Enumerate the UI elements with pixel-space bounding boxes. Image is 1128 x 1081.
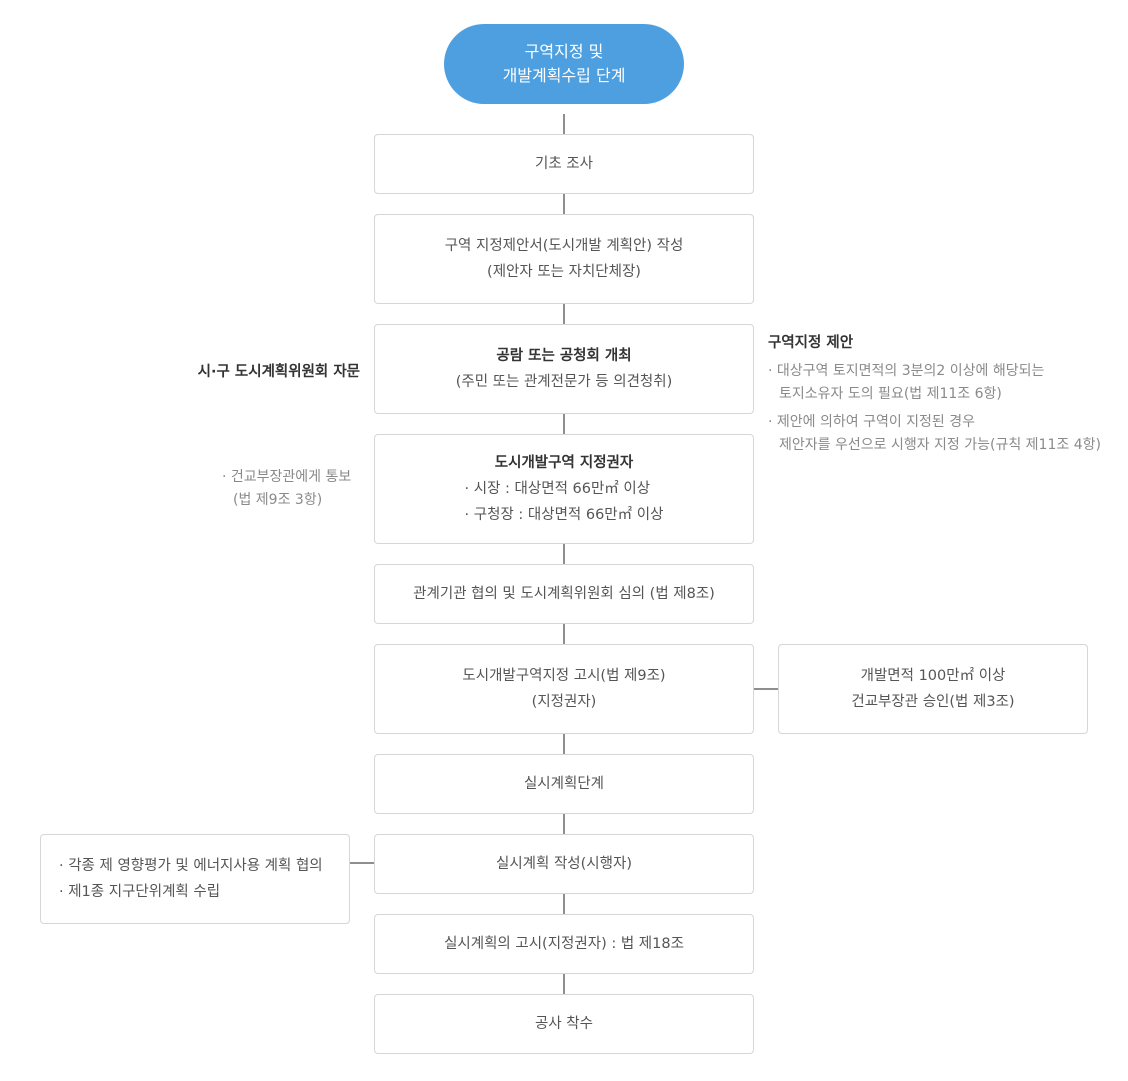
connector-header-basic — [563, 114, 565, 134]
proposal-note-2-line2: 제안자를 우선으로 시행자 지정 가능(규칙 제11조 4항) — [779, 437, 1101, 453]
step-basic-survey: 기초 조사 — [374, 134, 754, 194]
step-impl-plan-label: 실시계획 작성(시행자) — [496, 856, 632, 872]
step-hearing-sub: (주민 또는 관계전문가 등 의견청취) — [455, 374, 673, 390]
step-impl-plan: 실시계획 작성(시행자) — [374, 834, 754, 894]
stage-header: 구역지정 및 개발계획수립 단계 — [444, 24, 684, 104]
stage-header-line1: 구역지정 및 — [524, 42, 604, 61]
step-impl-notice: 실시계획의 고시(지정권자) : 법 제18조 — [374, 914, 754, 974]
assessment-list: · 각종 제 영향평가 및 에너지사용 계획 협의 · 제1종 지구단위계획 수… — [59, 853, 323, 905]
connector-proposal-hearing — [563, 304, 565, 324]
connector-implnotice-construction — [563, 974, 565, 994]
step-impl-notice-label: 실시계획의 고시(지정권자) : 법 제18조 — [444, 936, 684, 952]
proposal-side-title: 구역지정 제안 — [768, 335, 854, 351]
stage-header-line2: 개발계획수립 단계 — [502, 66, 626, 85]
connector-assessment-implplan — [350, 862, 374, 864]
step-consultation: 관계기관 협의 및 도시계획위원회 심의 (법 제8조) — [374, 564, 754, 624]
notify-note: · 건교부장관에게 통보 (법 제9조 3항) — [222, 466, 351, 512]
step-consultation-label: 관계기관 협의 및 도시계획위원회 심의 (법 제8조) — [413, 586, 715, 602]
proposal-note-1-line2: 토지소유자 도의 필요(법 제11조 6항) — [779, 386, 1002, 402]
connector-notice-implstage — [563, 734, 565, 754]
assessment-item: · 제1종 지구단위계획 수립 — [59, 884, 221, 900]
connector-consultation-notice — [563, 624, 565, 644]
step-basic-survey-label: 기초 조사 — [535, 156, 593, 172]
connector-notice-approval — [754, 688, 778, 690]
proposal-note-2: · 제안에 의하여 구역이 지정된 경우 제안자를 우선으로 시행자 지정 가능… — [768, 411, 1101, 457]
step-impl-stage: 실시계획단계 — [374, 754, 754, 814]
approval-line1: 개발면적 100만㎡ 이상 — [860, 668, 1006, 684]
step-notice-line1: 도시개발구역지정 고시(법 제9조) — [462, 668, 666, 684]
step-authority: 도시개발구역 지정권자 · 시장 : 대상면적 66만㎡ 이상 · 구청장 : … — [374, 434, 754, 544]
proposal-note-2-line1: · 제안에 의하여 구역이 지정된 경우 — [768, 414, 976, 430]
step-authority-item: · 구청장 : 대상면적 66만㎡ 이상 — [464, 507, 664, 523]
step-proposal-line2: (제안자 또는 자치단체장) — [487, 264, 641, 280]
step-notice-line2: (지정권자) — [531, 694, 597, 710]
step-hearing: 공람 또는 공청회 개최 (주민 또는 관계전문가 등 의견청취) — [374, 324, 754, 414]
step-construction-label: 공사 착수 — [535, 1016, 593, 1032]
step-impl-stage-label: 실시계획단계 — [523, 776, 605, 792]
connector-implstage-implplan — [563, 814, 565, 834]
approval-line2: 건교부장관 승인(법 제3조) — [851, 694, 1015, 710]
committee-side-title: 시·구 도시계획위원회 자문 — [197, 364, 360, 380]
connector-hearing-authority — [563, 414, 565, 434]
step-authority-list: · 시장 : 대상면적 66만㎡ 이상 · 구청장 : 대상면적 66만㎡ 이상 — [465, 476, 664, 528]
notify-note-line2: (법 제9조 3항) — [233, 492, 323, 508]
step-proposal: 구역 지정제안서(도시개발 계획안) 작성 (제안자 또는 자치단체장) — [374, 214, 754, 304]
step-hearing-title: 공람 또는 공청회 개최 — [496, 348, 632, 364]
approval-box: 개발면적 100만㎡ 이상 건교부장관 승인(법 제3조) — [778, 644, 1088, 734]
proposal-note-1-line1: · 대상구역 토지면적의 3분의2 이상에 해당되는 — [768, 363, 1045, 379]
notify-note-line1: · 건교부장관에게 통보 — [222, 469, 352, 485]
proposal-note-1: · 대상구역 토지면적의 3분의2 이상에 해당되는 토지소유자 도의 필요(법… — [768, 360, 1044, 406]
assessment-box: · 각종 제 영향평가 및 에너지사용 계획 협의 · 제1종 지구단위계획 수… — [40, 834, 350, 924]
connector-authority-consultation — [563, 544, 565, 564]
step-notice: 도시개발구역지정 고시(법 제9조) (지정권자) — [374, 644, 754, 734]
step-authority-title: 도시개발구역 지정권자 — [494, 455, 634, 471]
step-construction: 공사 착수 — [374, 994, 754, 1054]
connector-basic-proposal — [563, 194, 565, 214]
assessment-item: · 각종 제 영향평가 및 에너지사용 계획 협의 — [59, 858, 323, 874]
step-authority-item: · 시장 : 대상면적 66만㎡ 이상 — [464, 481, 651, 497]
connector-implplan-implnotice — [563, 894, 565, 914]
step-proposal-line1: 구역 지정제안서(도시개발 계획안) 작성 — [444, 238, 684, 254]
